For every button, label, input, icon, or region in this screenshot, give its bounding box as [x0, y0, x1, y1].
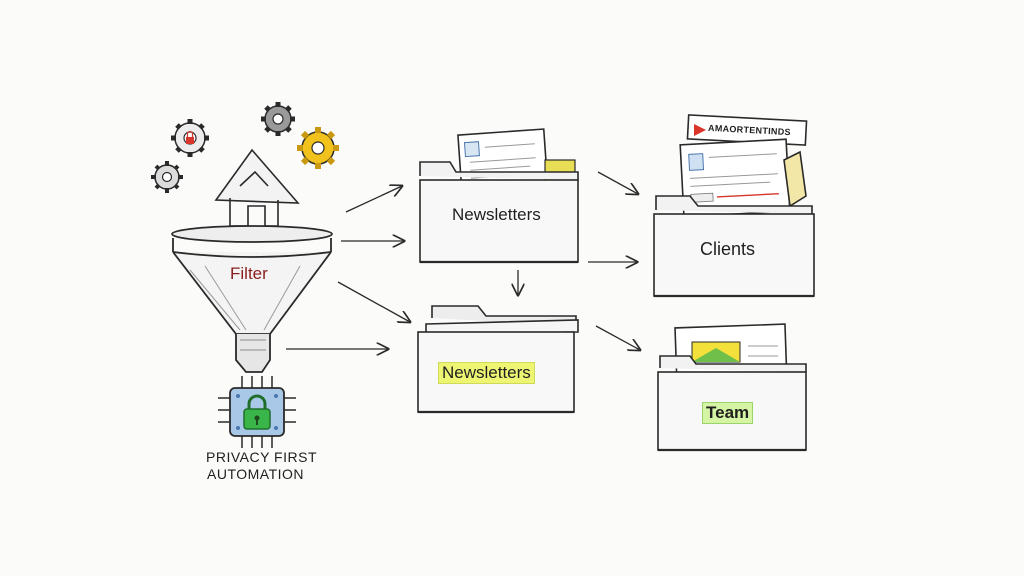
funnel-icon [171, 225, 333, 373]
gear-icon [297, 127, 339, 169]
folder-label-newsletters-top: Newsletters [452, 205, 541, 224]
privacy-first-label: PRIVACY FIRST [206, 449, 318, 465]
folder-icon [419, 128, 579, 264]
lock-icon [186, 137, 194, 144]
gear-icon [151, 161, 183, 193]
gear-icon [261, 102, 295, 136]
folder-icon [657, 323, 807, 452]
folder-icon [417, 305, 579, 414]
gear-icon [171, 119, 209, 157]
folder-icon [653, 114, 815, 298]
chip-icon [218, 376, 296, 448]
arrow [595, 325, 640, 350]
flow-arrows [286, 171, 640, 350]
automation-label: AUTOMATION [207, 466, 305, 482]
arrow [597, 171, 638, 194]
folder-label-team: Team [702, 402, 754, 424]
arrow [337, 281, 410, 322]
house-shape [214, 148, 300, 227]
filter-label: Filter [230, 264, 268, 283]
lock-icon [243, 394, 271, 430]
arrow [345, 186, 402, 213]
folder-label-clients: Clients [700, 239, 756, 259]
folder-label-newsletters-bottom: Newsletters [438, 362, 535, 384]
